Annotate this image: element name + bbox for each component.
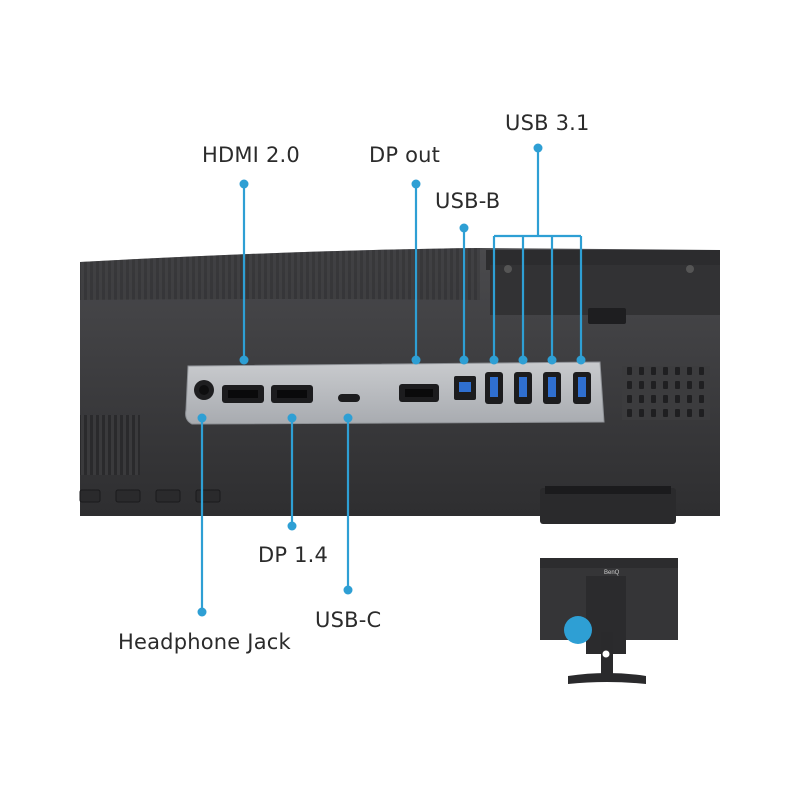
hdmi-label: HDMI 2.0 (202, 143, 300, 167)
usbc-label: USB-C (315, 608, 382, 632)
inset-highlight (564, 616, 592, 644)
inset-monitor: BenQ (540, 558, 678, 684)
ports (194, 372, 591, 404)
inset-brand-logo: BenQ (604, 570, 620, 576)
dp-out-label: DP out (369, 143, 441, 167)
dp14-label: DP 1.4 (258, 543, 329, 567)
usb31-label: USB 3.1 (505, 111, 590, 135)
headphone-label: Headphone Jack (118, 630, 291, 654)
usb31-callout (489, 143, 586, 365)
callout-lines (197, 143, 586, 617)
usbc-port (338, 394, 360, 402)
usb-b-label: USB-B (435, 189, 501, 213)
